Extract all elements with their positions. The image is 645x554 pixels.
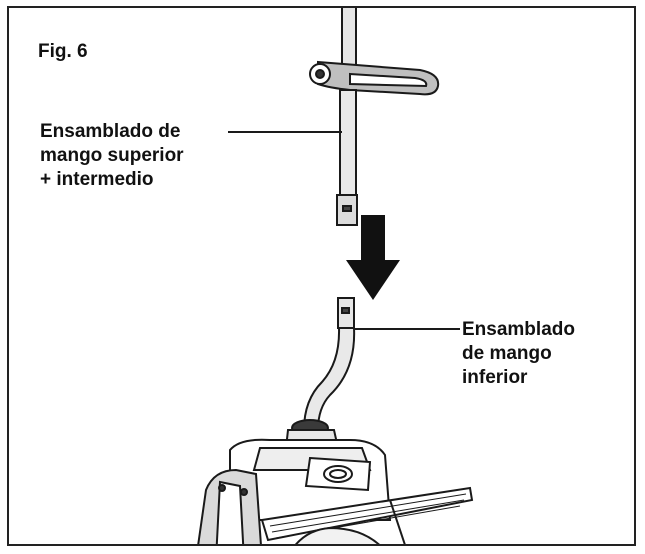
upper-label-line-2: mango superior <box>40 145 184 166</box>
lower-handle-assembly <box>302 297 356 431</box>
lower-label-line-2: de mango <box>462 343 552 364</box>
trimmer-housing <box>197 419 474 544</box>
upper-shaft-top <box>341 8 357 71</box>
debris-shield <box>260 486 474 542</box>
lower-handle-label: Ensamblado de mango inferior <box>462 318 575 390</box>
lower-shaft-curve <box>302 327 356 431</box>
upper-label-line-1: Ensamblado de <box>40 121 181 142</box>
upper-label-line-3: + intermedio <box>40 169 154 190</box>
figure-frame: Fig. 6 Ensamblado de mango superior + in… <box>7 6 636 546</box>
assembly-illustration <box>197 8 474 544</box>
lower-label-line-3: inferior <box>462 367 528 388</box>
figure-title: Fig. 6 <box>38 41 88 62</box>
upper-handle-assembly <box>309 8 440 226</box>
upper-shaft <box>339 89 357 201</box>
upper-handle-label: Ensamblado de mango superior + intermedi… <box>40 120 184 192</box>
down-arrow-icon <box>346 215 400 300</box>
lower-label-line-1: Ensamblado <box>462 319 575 340</box>
